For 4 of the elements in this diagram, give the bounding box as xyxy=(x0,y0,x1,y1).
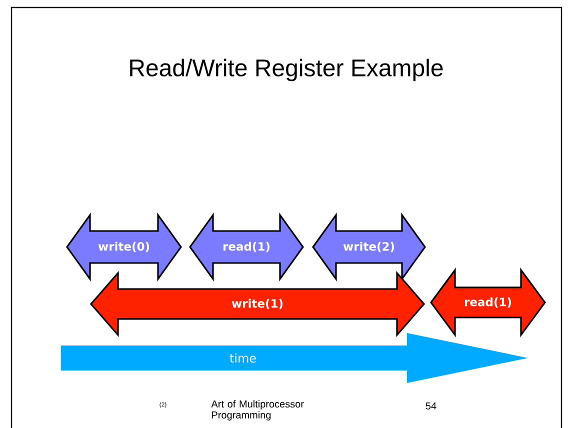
time-band: time xyxy=(61,332,528,383)
page-number: 54 xyxy=(426,402,436,410)
slide-title: Read/Write Register Example xyxy=(130,58,443,82)
footer-text: Art of Multiprocessor Programming xyxy=(211,400,304,420)
